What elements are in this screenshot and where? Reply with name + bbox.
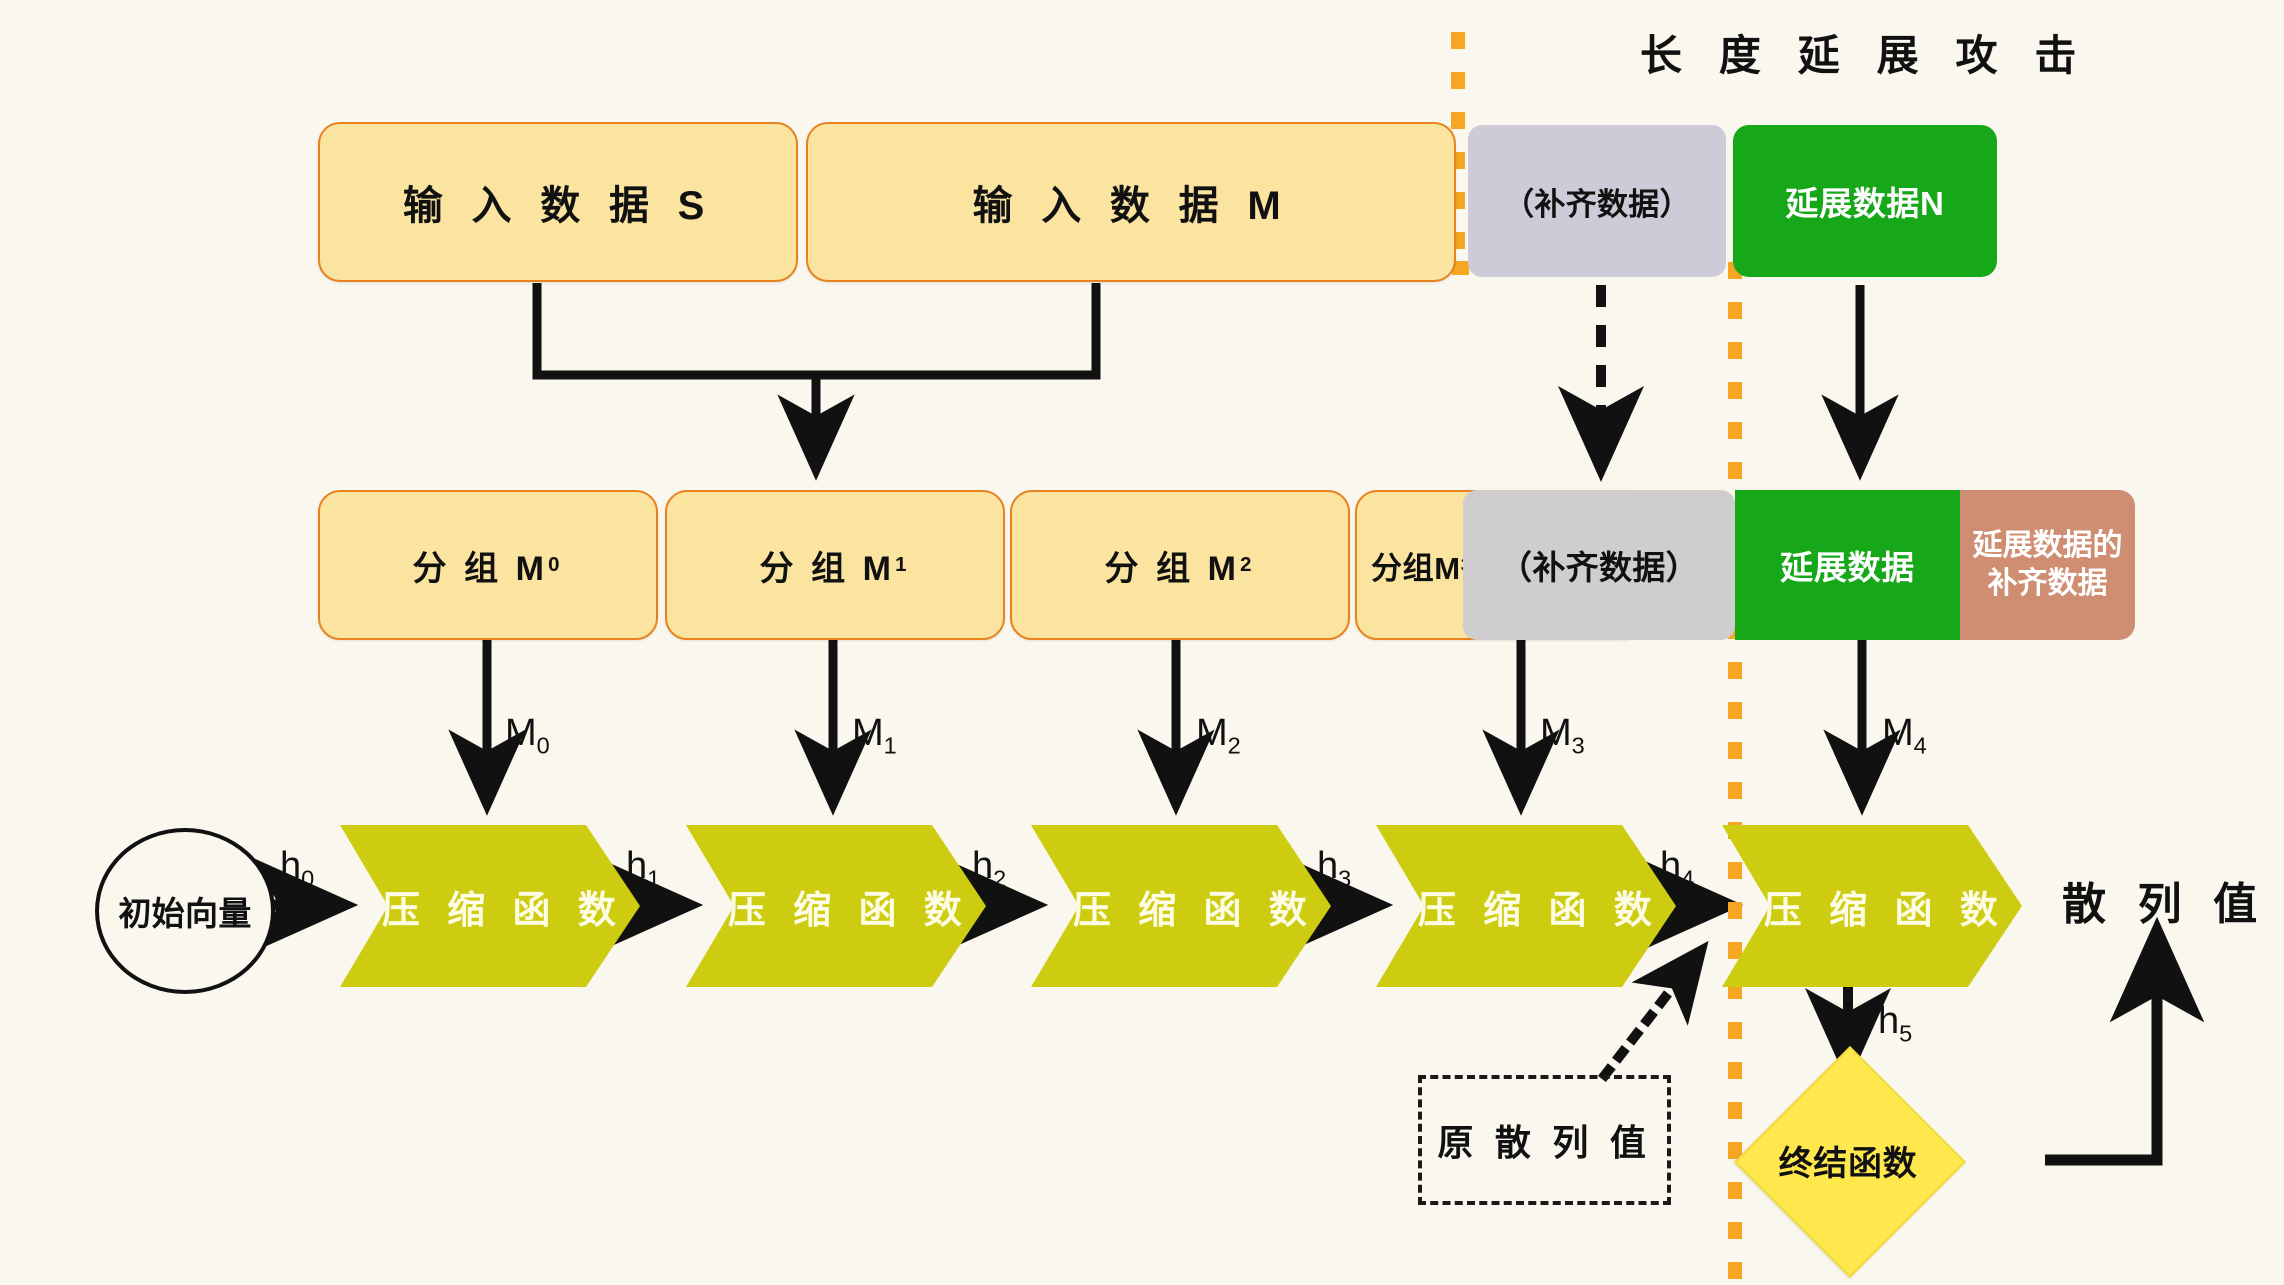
block-extension-padding-line2: 补齐数据 — [1987, 567, 2108, 600]
chain-label-h4-sub: 4 — [1681, 865, 1695, 892]
compression-function-5[interactable]: 压 缩 函 数 — [1722, 825, 2022, 987]
chain-label-h3-base: h — [1317, 845, 1339, 887]
chain-label-h0-base: h — [280, 845, 302, 887]
message-label-m3-base: M — [1540, 712, 1572, 754]
chain-label-h3-sub: 3 — [1338, 865, 1352, 892]
block-extension-padding[interactable]: 延展数据的 补齐数据 — [1960, 490, 2135, 640]
hash-output-label: 散 列 值 — [2062, 880, 2267, 929]
message-label-m4: M4 — [1882, 712, 1927, 760]
message-label-m3-sub: 3 — [1571, 732, 1585, 759]
message-label-m0-sub: 0 — [536, 732, 550, 759]
block-group-m2-subscript: 2 — [1240, 553, 1256, 576]
message-label-m0: M0 — [505, 712, 550, 760]
block-group-m1-subscript: 1 — [895, 553, 911, 576]
final-function-label: 终结函数 — [1778, 1144, 1918, 1183]
block-input-data-s[interactable]: 输 入 数 据 S — [318, 122, 798, 282]
message-label-m3: M3 — [1540, 712, 1585, 760]
block-group-m1-label: 分 组 M — [759, 549, 896, 588]
initial-vector-node[interactable]: 初始向量 — [95, 828, 275, 994]
block-extension-padding-line1: 延展数据的 — [1972, 528, 2123, 562]
chain-label-h5-base: h — [1878, 1000, 1900, 1042]
message-label-m4-base: M — [1882, 712, 1914, 754]
merge-connector-s-m — [532, 283, 1101, 481]
compression-function-3[interactable]: 压 缩 函 数 — [1031, 825, 1331, 987]
message-label-m0-base: M — [505, 712, 537, 754]
block-padding-row2[interactable]: （补齐数据） — [1463, 490, 1735, 640]
message-label-m2: M2 — [1196, 712, 1241, 760]
block-group-m3-label: 分组M — [1371, 550, 1461, 586]
chain-label-h1: h1 — [626, 845, 660, 893]
compression-function-4[interactable]: 压 缩 函 数 — [1376, 825, 1676, 987]
chain-label-h3: h3 — [1317, 845, 1351, 893]
chain-label-h5-sub: 5 — [1899, 1020, 1913, 1047]
chain-label-h5: h5 — [1878, 1000, 1912, 1048]
chain-label-h0: h0 — [280, 845, 314, 893]
message-label-m2-base: M — [1196, 712, 1228, 754]
message-label-m2-sub: 2 — [1227, 732, 1241, 759]
block-padding-row1[interactable]: （补齐数据） — [1468, 125, 1726, 277]
chain-label-h0-sub: 0 — [301, 865, 315, 892]
chain-label-h1-base: h — [626, 845, 648, 887]
block-to-compression-arrows — [448, 640, 1901, 816]
block-extension-data-n[interactable]: 延展数据N — [1733, 125, 1997, 277]
chain-label-h1-sub: 1 — [647, 865, 661, 892]
message-label-m1-base: M — [852, 712, 884, 754]
block-group-m0-label: 分 组 M — [412, 549, 549, 588]
chain-label-h4-base: h — [1660, 845, 1682, 887]
chain-label-h2-sub: 2 — [993, 865, 1007, 892]
message-label-m1-sub: 1 — [883, 732, 897, 759]
block-extension-data[interactable]: 延展数据 — [1735, 490, 1960, 640]
compression-function-1[interactable]: 压 缩 函 数 — [340, 825, 640, 987]
hash-output-arrow — [2045, 916, 2205, 1166]
chain-label-h4: h4 — [1660, 845, 1694, 893]
block-group-m2-label: 分 组 M — [1104, 549, 1241, 588]
block-input-data-m[interactable]: 输 入 数 据 M — [806, 122, 1456, 282]
chain-label-h2: h2 — [972, 845, 1006, 893]
page-title: 长 度 延 展 攻 击 — [1640, 32, 2089, 79]
chain-label-h2-base: h — [972, 845, 994, 887]
original-hash-box[interactable]: 原 散 列 值 — [1418, 1075, 1671, 1205]
message-label-m1: M1 — [852, 712, 897, 760]
compression-function-2[interactable]: 压 缩 函 数 — [686, 825, 986, 987]
block-group-m0-subscript: 0 — [548, 553, 564, 576]
message-label-m4-sub: 4 — [1913, 732, 1927, 759]
